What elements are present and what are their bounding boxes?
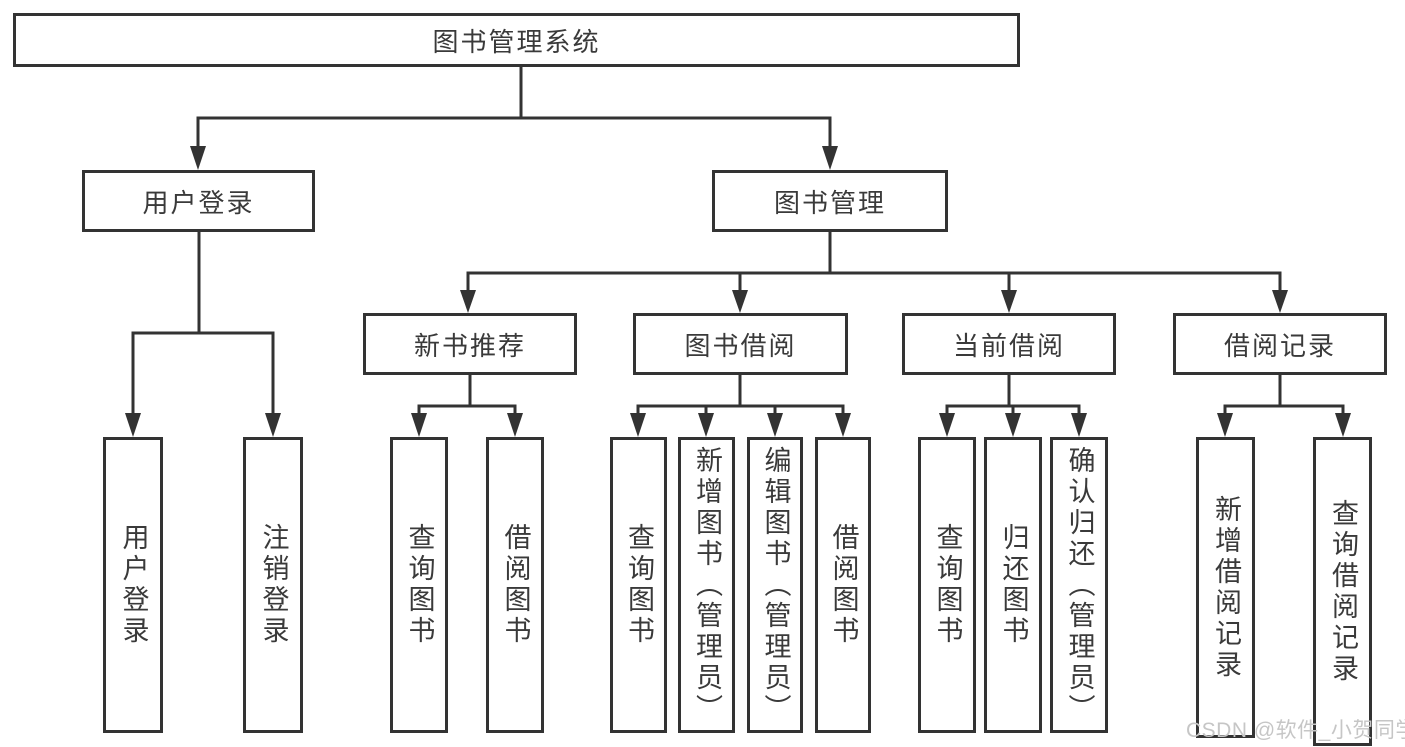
node-new-book-recommend-label: 新书推荐 [413, 330, 526, 361]
leaf-query-books-borrow: 查询图书 [610, 437, 667, 733]
leaf-add-book-admin: 新增图书（管理员） [678, 437, 735, 733]
connector-user-login-group [125, 230, 281, 437]
leaf-query-books-borrow-label: 查询图书 [624, 523, 654, 647]
leaf-add-book-admin-label: 新增图书（管理员） [692, 445, 722, 725]
leaf-query-books-recommend: 查询图书 [390, 437, 448, 733]
connector-borrow-records-group [1217, 373, 1351, 437]
node-book-management: 图书管理 [712, 170, 948, 232]
leaf-add-borrow-record-label: 新增借阅记录 [1211, 494, 1241, 681]
leaf-borrow-books-label: 借阅图书 [828, 523, 859, 647]
connector-current-borrow-group [939, 373, 1087, 437]
node-new-book-recommend: 新书推荐 [363, 313, 577, 375]
leaf-confirm-return-admin-label: 确认归还（管理员） [1064, 445, 1095, 725]
node-root: 图书管理系统 [13, 13, 1020, 67]
leaf-query-borrow-record-label: 查询借阅记录 [1328, 498, 1358, 685]
connector-book-borrow-group [630, 373, 851, 437]
connector-book-management-to-level3 [460, 230, 1288, 313]
node-borrow-records: 借阅记录 [1173, 313, 1387, 375]
node-current-borrow-label: 当前借阅 [952, 330, 1065, 361]
node-book-borrow-label: 图书借阅 [684, 330, 797, 361]
watermark: CSDN @软件_小贺同学 [1186, 719, 1405, 742]
leaf-query-borrow-record: 查询借阅记录 [1313, 437, 1372, 746]
leaf-query-books-current-label: 查询图书 [932, 523, 963, 647]
leaf-add-borrow-record: 新增借阅记录 [1196, 437, 1255, 738]
node-user-login-label: 用户登录 [142, 187, 255, 218]
leaf-return-book: 归还图书 [984, 437, 1042, 733]
leaf-return-book-label: 归还图书 [998, 523, 1029, 647]
leaf-query-books-current: 查询图书 [918, 437, 976, 733]
leaf-edit-book-admin-label: 编辑图书（管理员） [760, 445, 791, 725]
leaf-confirm-return-admin: 确认归还（管理员） [1050, 437, 1108, 733]
node-book-management-label: 图书管理 [773, 187, 886, 218]
leaf-borrow-books: 借阅图书 [815, 437, 871, 733]
leaf-logout: 注销登录 [243, 437, 303, 733]
leaf-edit-book-admin: 编辑图书（管理员） [747, 437, 803, 733]
connector-root-to-level2 [190, 65, 838, 170]
leaf-query-books-recommend-label: 查询图书 [404, 523, 435, 647]
connector-new-book-recommend-group [411, 373, 523, 437]
node-user-login: 用户登录 [82, 170, 315, 232]
node-borrow-records-label: 借阅记录 [1223, 330, 1336, 361]
leaf-borrow-books-recommend: 借阅图书 [486, 437, 544, 733]
node-book-borrow: 图书借阅 [633, 313, 848, 375]
node-root-label: 图书管理系统 [432, 26, 601, 57]
leaf-borrow-books-recommend-label: 借阅图书 [500, 523, 531, 647]
leaf-user-login-label: 用户登录 [118, 523, 149, 647]
node-current-borrow: 当前借阅 [902, 313, 1116, 375]
leaf-user-login: 用户登录 [103, 437, 163, 733]
leaf-logout-label: 注销登录 [258, 523, 289, 647]
